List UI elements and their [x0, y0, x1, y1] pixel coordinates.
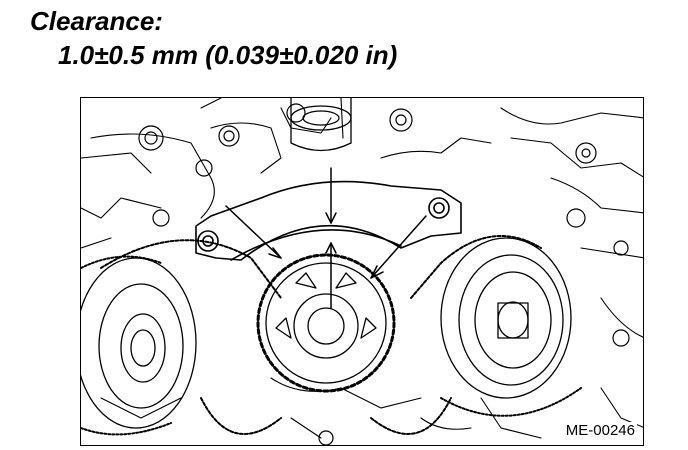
right-tensioner-pulley	[440, 237, 582, 417]
engine-illustration	[81, 98, 643, 445]
top-boss	[290, 98, 352, 152]
clearance-arrows	[225, 167, 427, 309]
background-bolts	[138, 103, 630, 445]
belt-cover	[195, 180, 462, 261]
clearance-spec: 1.0±0.5 mm (0.039±0.020 in)	[58, 40, 398, 70]
belt-lower	[200, 397, 452, 435]
timing-belt-figure: ME-00246	[80, 97, 644, 446]
left-idler-pulley	[81, 255, 197, 436]
crank-sprocket	[256, 253, 396, 393]
engine-block-lines	[81, 98, 643, 439]
timing-belt	[100, 235, 542, 299]
clearance-heading: Clearance:	[30, 6, 163, 36]
figure-code: ME-00246	[563, 422, 637, 439]
